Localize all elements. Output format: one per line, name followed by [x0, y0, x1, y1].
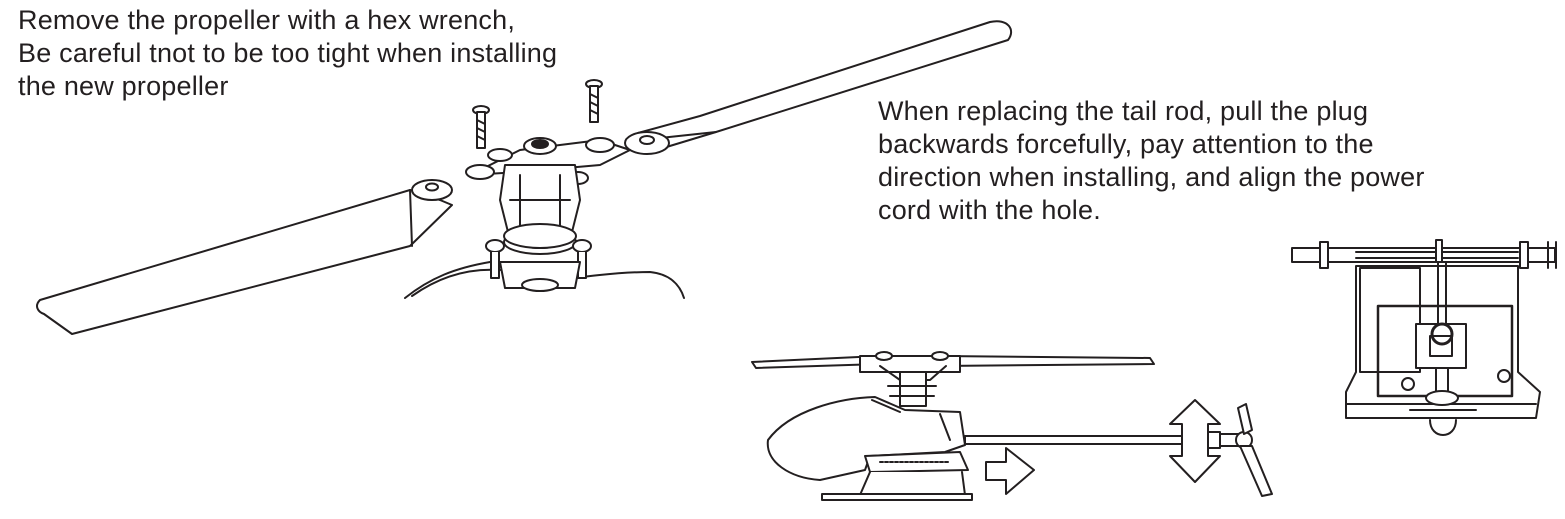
tail-rod-instructions: When replacing the tail rod, pull the pl…: [878, 95, 1425, 227]
instruction-line: Remove the propeller with a hex wrench,: [18, 5, 516, 35]
instruction-line: When replacing the tail rod, pull the pl…: [878, 96, 1369, 126]
landing-skid: [821, 493, 973, 501]
lower-rotor-blade: [36, 189, 453, 335]
main-rotor-blade: [939, 355, 1155, 367]
tail-rotor: [1237, 403, 1253, 435]
instruction-line: Be careful tnot to be too tight when ins…: [18, 38, 558, 68]
pull-back-arrow-icon: [985, 447, 1035, 495]
instruction-line: cord with the hole.: [878, 195, 1101, 225]
propeller-instructions: Remove the propeller with a hex wrench, …: [18, 4, 557, 103]
instruction-line: backwards forcefully, pay attention to t…: [878, 129, 1374, 159]
instruction-line: the new propeller: [18, 71, 229, 101]
instruction-line: direction when installing, and align the…: [878, 162, 1425, 192]
screw-icon: [585, 79, 603, 123]
wire-hole-icon: [1430, 322, 1454, 346]
canopy: [766, 396, 966, 481]
screw-icon: [472, 105, 490, 149]
rotor-head-illustration: [36, 20, 1013, 335]
tail-mount-illustration: [1291, 239, 1557, 436]
helicopter-illustration: [751, 351, 1273, 501]
up-down-arrow-icon: [1169, 399, 1221, 483]
tail-boom: [964, 435, 1193, 445]
upper-rotor-blade: [637, 20, 1013, 153]
